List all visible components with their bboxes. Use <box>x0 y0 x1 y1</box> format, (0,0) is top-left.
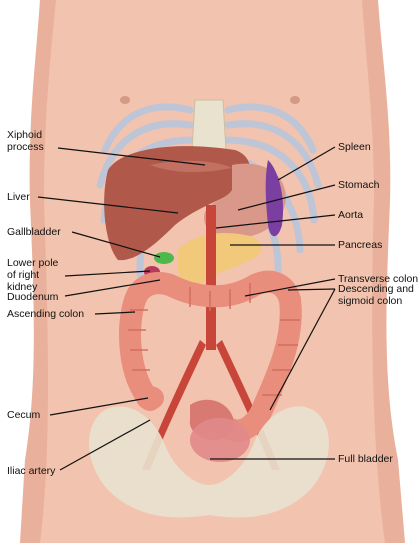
label-iliac-artery: Iliac artery <box>7 465 55 477</box>
label-ascending-colon: Ascending colon <box>7 308 84 320</box>
nipple-right <box>290 96 300 104</box>
label-stomach: Stomach <box>338 179 379 191</box>
aorta <box>206 205 216 350</box>
label-descending-sigmoid-colon: Descending and sigmoid colon <box>338 283 416 307</box>
label-duodenum: Duodenum <box>7 291 58 303</box>
label-gallbladder: Gallbladder <box>7 226 61 238</box>
label-aorta: Aorta <box>338 209 363 221</box>
label-kidney: Lower pole of right kidney <box>7 257 69 293</box>
label-spleen: Spleen <box>338 141 371 153</box>
bladder <box>190 418 250 462</box>
label-full-bladder: Full bladder <box>338 453 393 465</box>
label-pancreas: Pancreas <box>338 239 382 251</box>
cecum <box>136 386 164 410</box>
nipple-left <box>120 96 130 104</box>
label-liver: Liver <box>7 191 30 203</box>
gallbladder <box>154 252 174 264</box>
label-xiphoid-process: Xiphoid process <box>7 129 59 153</box>
label-cecum: Cecum <box>7 409 40 421</box>
